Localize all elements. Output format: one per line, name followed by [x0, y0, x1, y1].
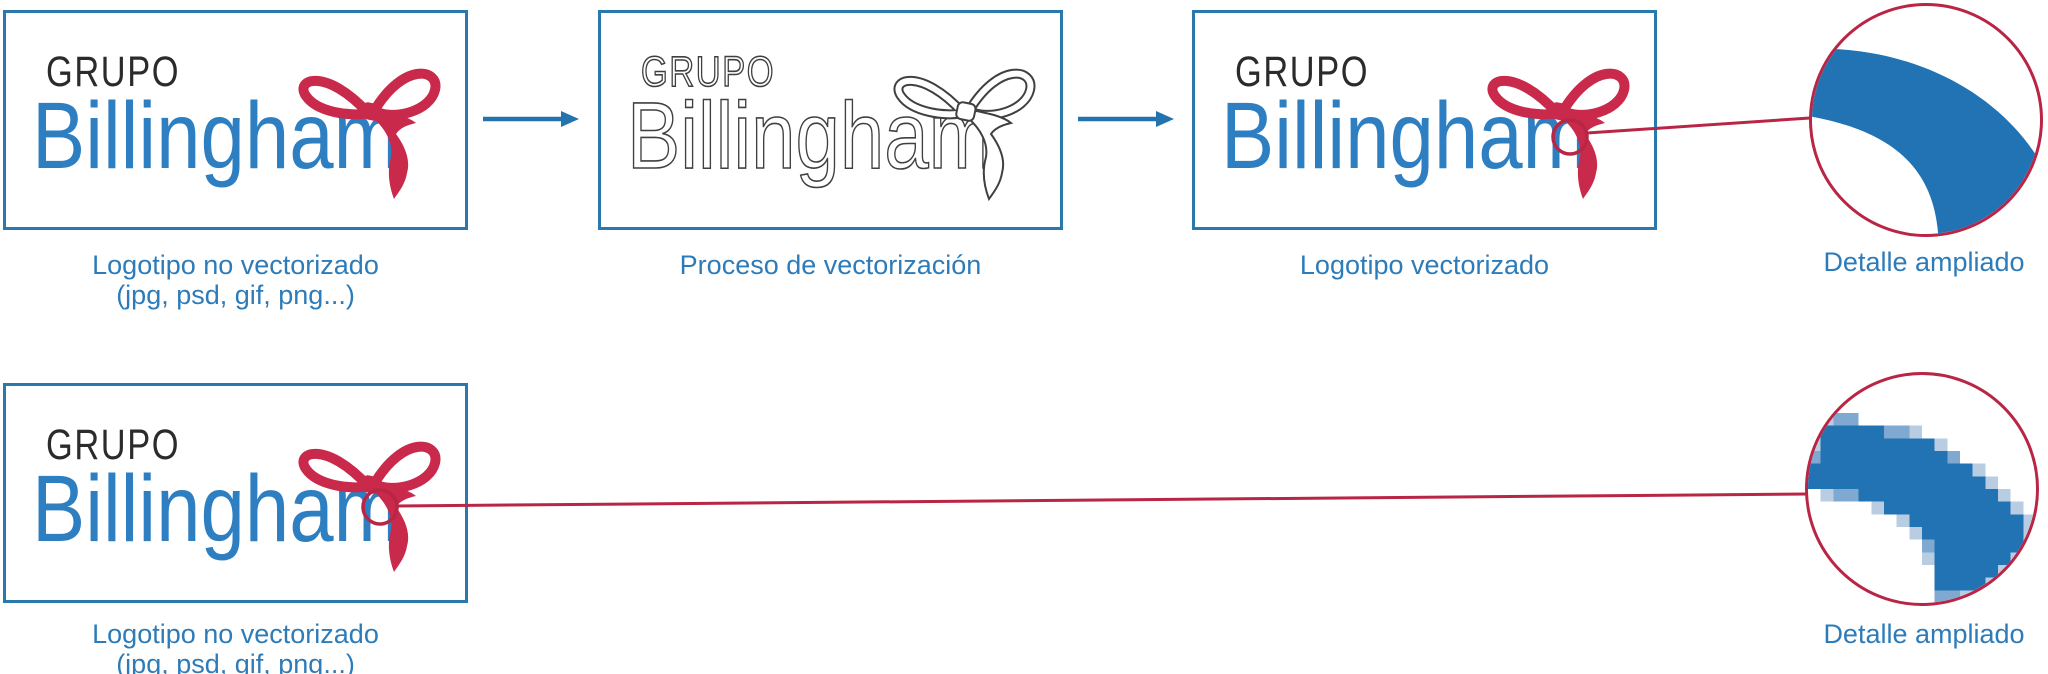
detail-circle-pixelated [1805, 372, 2039, 606]
caption-line: Logotipo no vectorizado [92, 619, 379, 649]
flow-arrow-head-2 [1156, 111, 1174, 127]
caption-line: Detalle ampliado [1823, 247, 2025, 277]
grupo-billingham-logo: GRUPO Billingham [1195, 13, 1654, 227]
ribbon-bow-icon [1487, 68, 1630, 199]
caption-logotipo-vectorizado: Logotipo vectorizado [1192, 250, 1657, 280]
flow-arrow-head-1 [561, 111, 579, 127]
logo-text-billingham: Billingham [32, 83, 401, 189]
pixelated-curve-detail [1808, 413, 2036, 603]
caption-line: Detalle ampliado [1823, 619, 2025, 649]
logo-text-grupo: GRUPO [46, 421, 181, 469]
logo-text-billingham: Billingham [626, 83, 996, 189]
caption-line: Logotipo vectorizado [1299, 250, 1550, 280]
caption-logotipo-no-vectorizado-2: Logotipo no vectorizado (jpg, psd, gif, … [3, 619, 468, 674]
ribbon-bow-icon [298, 68, 441, 199]
ribbon-bow-icon [298, 441, 441, 572]
grupo-billingham-logo-outline: GRUPO Billingham [601, 13, 1060, 227]
smooth-curve-detail [1812, 48, 2040, 234]
detail-circle-smooth [1809, 3, 2043, 237]
caption-proceso-de-vectorizacion: Proceso de vectorización [598, 250, 1063, 280]
caption-detalle-ampliado-top: Detalle ampliado [1800, 247, 2048, 277]
caption-detalle-ampliado-bottom: Detalle ampliado [1800, 619, 2048, 649]
logo-box-vectorized: GRUPO Billingham [1192, 10, 1657, 230]
caption-logotipo-no-vectorizado: Logotipo no vectorizado (jpg, psd, gif, … [3, 250, 468, 310]
ribbon-bow-outline-icon [893, 68, 1036, 201]
caption-line: (jpg, psd, gif, png...) [116, 280, 355, 310]
logo-text-billingham: Billingham [1221, 83, 1590, 189]
logo-text-grupo: GRUPO [1235, 48, 1370, 96]
grupo-billingham-logo: GRUPO Billingham [6, 386, 465, 600]
logo-text-grupo: GRUPO [640, 48, 776, 96]
detail-connector-line-bottom [396, 492, 1808, 508]
caption-line: Proceso de vectorización [679, 250, 982, 280]
logo-text-billingham: Billingham [32, 456, 401, 562]
caption-line: (jpg, psd, gif, png...) [116, 649, 355, 674]
logo-box-process: GRUPO Billingham [598, 10, 1063, 230]
grupo-billingham-logo: GRUPO Billingham [6, 13, 465, 227]
caption-line: Logotipo no vectorizado [92, 250, 379, 280]
logo-box-raster: GRUPO Billingham [3, 10, 468, 230]
logo-box-raster-2: GRUPO Billingham [3, 383, 468, 603]
logo-text-grupo: GRUPO [46, 48, 181, 96]
